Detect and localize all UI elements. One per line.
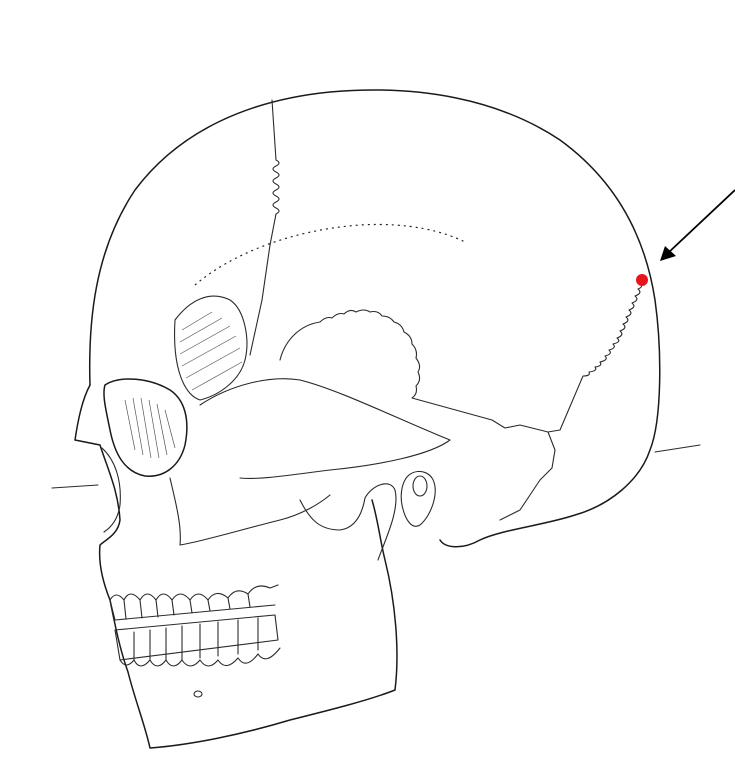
sphenoid-hatching [180, 312, 242, 390]
landmark-marker [636, 274, 648, 286]
sphenoid-region [175, 296, 247, 400]
orbit [104, 379, 187, 476]
temporal-squama [280, 310, 555, 520]
orbit-hatching [125, 398, 175, 458]
external-acoustic-meatus [413, 476, 427, 496]
lambdoid-suture [548, 282, 642, 432]
cranium-outline [90, 90, 660, 547]
mandible-ramus [300, 484, 396, 560]
reference-line-right [655, 445, 700, 452]
temporal-line [195, 224, 465, 285]
mastoid-process [401, 471, 435, 526]
coronal-suture [250, 100, 279, 355]
pointer-arrow [660, 190, 735, 261]
reference-line-left [52, 485, 98, 488]
lower-teeth [115, 615, 280, 666]
mental-foramen [194, 691, 202, 697]
upper-teeth [110, 585, 278, 620]
face-profile [75, 385, 397, 748]
zygomatic-arch [200, 379, 450, 479]
